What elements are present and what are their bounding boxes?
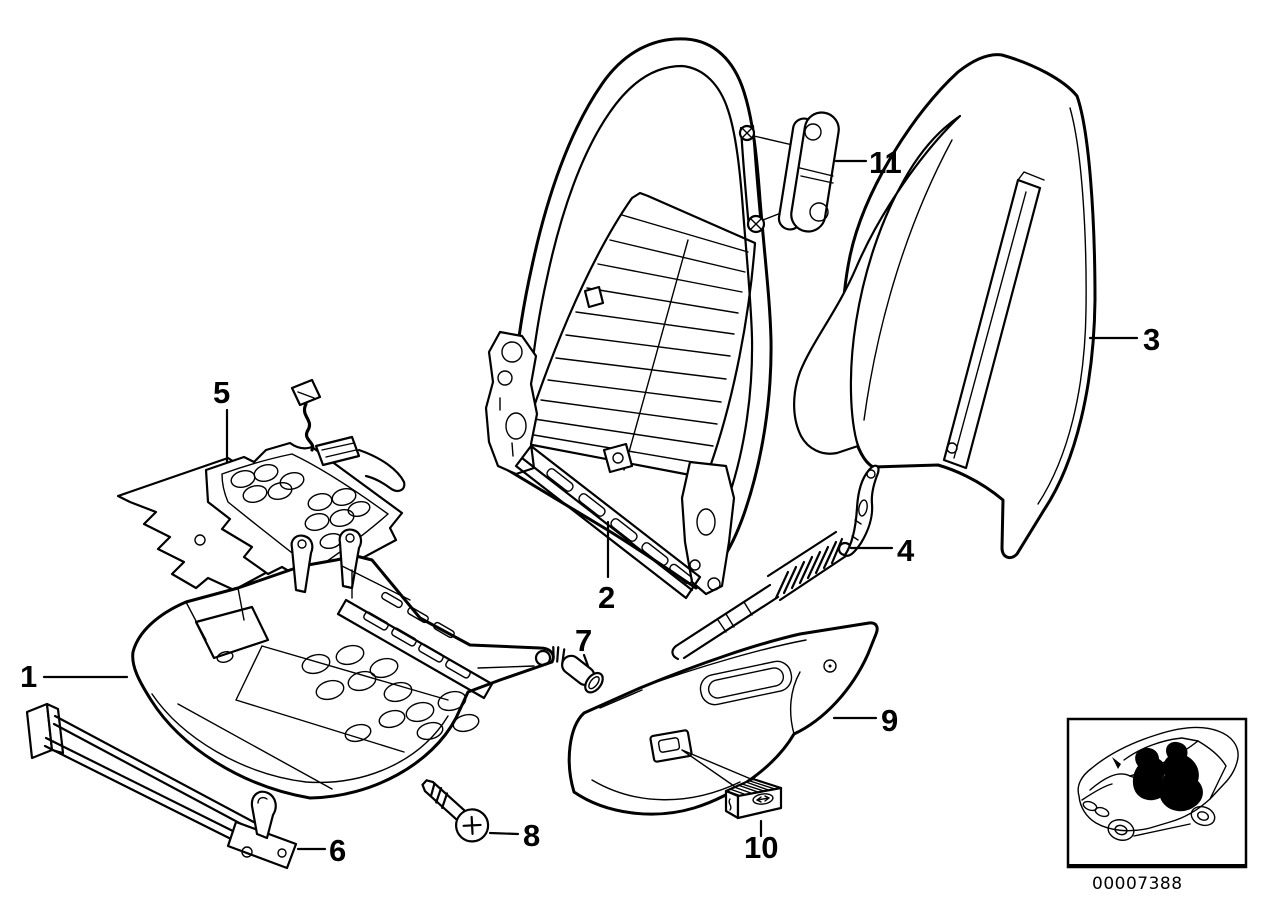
callout-1: 1 (20, 659, 129, 694)
heating-pad-hole (194, 534, 206, 546)
seat-base-hinge-links (290, 528, 411, 601)
backrest-left-pivot-plate (484, 330, 539, 476)
callout-7: 7 (575, 623, 592, 668)
callout-6: 6 (296, 833, 346, 868)
switch-button (752, 793, 774, 805)
callout-8-label: 8 (523, 818, 540, 853)
backrest-right-bracket (680, 460, 736, 596)
front-shell-crease (863, 139, 953, 421)
callout-11: 11 (834, 145, 902, 180)
callout-6-label: 6 (329, 833, 346, 868)
spring-coils (774, 537, 844, 600)
callout-9: 9 (832, 703, 898, 738)
trim-handle-recess (699, 660, 793, 706)
trim-switch-cutout (649, 729, 693, 763)
mat-hatch-lines (527, 214, 749, 466)
callout-2: 2 (598, 520, 615, 615)
headrest-bracket (777, 111, 840, 233)
backrest-panel-front-shell (793, 114, 962, 455)
cross-bar-tab (602, 442, 634, 474)
callout-5-label: 5 (213, 375, 230, 410)
backrest-panel (793, 53, 1097, 560)
heating-pad-wire (290, 378, 406, 492)
seat-base-floor-edges (235, 645, 449, 753)
torsion-bar-rails (43, 714, 265, 852)
recliner-lever (671, 464, 880, 661)
seat-base-rear-wall (336, 591, 494, 700)
seat-base-frame (131, 528, 555, 800)
callout-10: 10 (744, 819, 778, 865)
seat-base-crease (177, 703, 333, 790)
phillips-cross-icon (462, 815, 482, 835)
spring-outline (766, 530, 848, 602)
trim-screw-hole (823, 659, 837, 673)
switch-pointer-lines (681, 749, 759, 787)
car-mirror (1112, 757, 1121, 769)
callout-9-label: 9 (881, 703, 898, 738)
adjuster-switch (724, 777, 783, 820)
rear-shell-inner-edge (1037, 107, 1087, 505)
panel-center-rail (942, 171, 1045, 470)
callout-11-label: 11 (869, 145, 902, 180)
mat-center-wire (623, 239, 689, 471)
callout-4: 4 (849, 533, 915, 568)
side-trim-outline (567, 621, 879, 816)
backrest-panel-rear-shell (840, 53, 1097, 560)
switch-left-face (724, 789, 740, 820)
heating-pad-holes (230, 463, 371, 550)
callout-4-label: 4 (897, 533, 915, 568)
mat-clip (583, 285, 605, 309)
backrest-frame (484, 37, 800, 600)
car-location-inset: 00007388 (1066, 717, 1248, 894)
pivot-bolt (552, 645, 604, 694)
recliner-lever-arm (843, 464, 880, 557)
callouts: 1 2 3 4 5 6 7 8 (20, 145, 1160, 868)
screw (421, 779, 490, 843)
seat-base-arm-line (477, 665, 535, 669)
torsion-bar (25, 702, 298, 870)
callout-5: 5 (213, 375, 230, 464)
seat-base-flap (194, 605, 270, 660)
callout-8: 8 (488, 818, 540, 853)
car-outline-icon (1077, 726, 1239, 841)
seat-base-floor-holes (301, 644, 480, 743)
backrest-frame-outline (506, 37, 773, 590)
callout-1-label: 1 (20, 659, 37, 694)
callout-2-label: 2 (598, 580, 615, 615)
catalog-number: 00007388 (1092, 874, 1183, 894)
front-seat-highlight-left (1132, 747, 1168, 801)
backrest-frame-inner-tube (522, 64, 754, 568)
callout-7-leader (582, 653, 590, 668)
callout-7-label: 7 (575, 623, 592, 658)
callout-3-label: 3 (1143, 322, 1160, 357)
callout-8-leader (488, 831, 520, 836)
seat-base-arm-hole (534, 649, 552, 667)
seat-base-inner-rim (151, 693, 449, 784)
torsion-bar-hoop (250, 790, 277, 840)
side-trim-panel (567, 621, 879, 816)
callout-3: 3 (1088, 322, 1160, 357)
seat-base-outline (131, 554, 555, 800)
callout-10-label: 10 (744, 830, 778, 865)
recliner-rod (671, 583, 780, 661)
front-seat-highlight-right (1159, 741, 1203, 812)
